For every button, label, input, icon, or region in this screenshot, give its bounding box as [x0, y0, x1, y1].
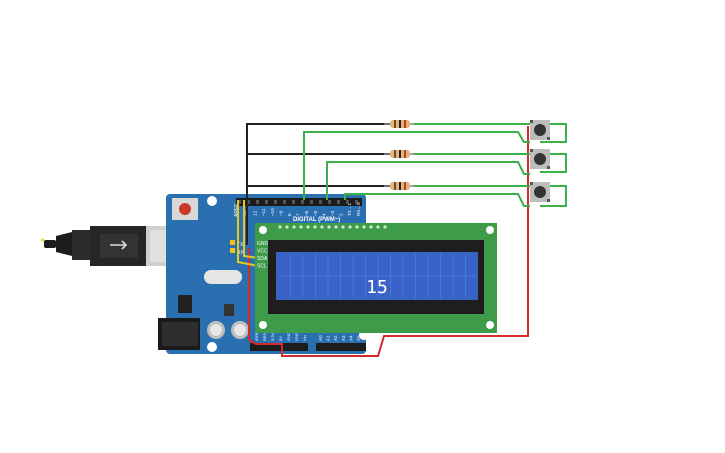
wire-green[interactable]	[303, 123, 567, 207]
wire-yellow-2[interactable]	[243, 200, 259, 259]
usb-bolt-icon	[40, 238, 44, 242]
power-pin-label: 5V	[278, 336, 283, 341]
reset-button[interactable]	[179, 203, 191, 215]
digital-pin-label: 12	[253, 210, 258, 216]
digital-header-label: DIGITAL (PWM~)	[293, 217, 340, 223]
pushbutton-2[interactable]	[530, 149, 550, 169]
usb-symbol-icon	[110, 240, 128, 250]
digital-pin-label: ~6	[304, 210, 309, 216]
resistor-3[interactable]	[384, 182, 414, 190]
digital-pin-label: 7	[296, 213, 301, 216]
digital-pin-label: ~11	[261, 208, 266, 216]
power-pin-label: RESET	[262, 327, 267, 341]
analog-pin-label: A0	[318, 335, 323, 341]
analog-pin-label: A1	[326, 335, 331, 341]
tx-label: TX	[237, 242, 244, 248]
digital-header[interactable]	[236, 198, 362, 206]
analog-pin-label: A4	[348, 335, 353, 341]
digital-pin-label: 8	[287, 213, 292, 216]
digital-pin-label: ~9	[278, 210, 283, 216]
power-pin-label: GND	[294, 332, 299, 341]
digital-pin-label: ~5	[313, 210, 318, 216]
digital-pin-label: ~10	[270, 208, 275, 216]
digital-pin-label: 4	[321, 213, 326, 216]
lcd-pin-label: SDA	[257, 256, 268, 262]
lcd-pin-label: SCL	[257, 264, 267, 270]
wire-black[interactable]	[246, 123, 390, 245]
power-pin-label: IOREF	[254, 328, 259, 341]
analog-header[interactable]	[316, 343, 366, 351]
lcd-pin-label: GND	[257, 241, 269, 247]
rx-label: RX	[237, 250, 245, 256]
power-pin-label: Vin	[302, 335, 307, 341]
wire-red[interactable]	[248, 126, 529, 357]
resistor-2[interactable]	[384, 150, 414, 158]
digital-pin-label: ~3	[330, 210, 335, 216]
pushbutton-1[interactable]	[530, 120, 550, 140]
digital-pin-label: TX→1	[347, 203, 352, 216]
resistor-1[interactable]	[384, 120, 414, 128]
digital-pin-label: 2	[339, 213, 344, 216]
power-header[interactable]	[250, 343, 308, 351]
lcd-pin-label: VCC	[257, 249, 268, 255]
wire-yellow[interactable]	[237, 200, 259, 267]
power-pin-label: 3.3V	[270, 332, 275, 341]
pushbutton-3[interactable]	[530, 182, 550, 202]
analog-pin-label: A5	[356, 335, 361, 341]
analog-pin-label: A3	[341, 335, 346, 341]
power-pin-label: GND	[286, 332, 291, 341]
lcd-display-text: 15	[366, 277, 388, 298]
analog-pin-label: A2	[333, 335, 338, 341]
digital-pin-label: RX←0	[356, 202, 361, 216]
